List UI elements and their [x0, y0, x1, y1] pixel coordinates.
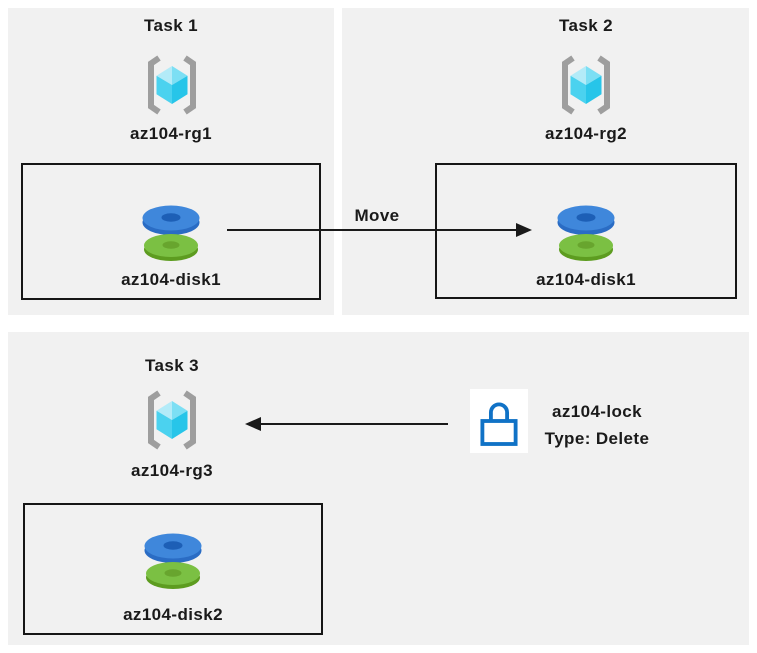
task2-panel: Task 2 az104-rg2 az104-disk1 [342, 8, 749, 315]
task3-resource-group-label: az104-rg3 [130, 461, 214, 480]
task1-disk-label: az104-disk1 [121, 270, 221, 289]
task2-resource-group-label: az104-rg2 [544, 124, 628, 143]
lock-caption: az104-lock Type: Delete [545, 398, 650, 452]
lock-icon [480, 402, 518, 446]
task2-disk-box: az104-disk1 [435, 163, 737, 299]
move-arrow-label: Move [354, 206, 400, 225]
task2-title: Task 2 [558, 16, 614, 35]
move-arrow-head-icon [516, 223, 532, 237]
lock-type-label: Type: Delete [544, 429, 650, 448]
task1-resource-group-label: az104-rg1 [129, 124, 213, 143]
lock-arrow-line [261, 423, 448, 425]
task3-disk-box: az104-disk2 [23, 503, 323, 635]
managed-disk-icon [557, 205, 615, 261]
task3-title: Task 3 [144, 356, 200, 375]
task1-title: Task 1 [143, 16, 199, 35]
lock-arrow-head-icon [245, 417, 261, 431]
task1-panel: Task 1 az104-rg1 az104-disk1 [8, 8, 334, 315]
move-arrow-line [227, 229, 517, 231]
task3-panel: Task 3 az104-rg3 az104-disk2 [8, 332, 749, 645]
task2-disk-label: az104-disk1 [536, 270, 636, 289]
resource-group-icon [148, 55, 196, 115]
lock-name-label: az104-lock [551, 402, 642, 421]
task1-disk-box: az104-disk1 [21, 163, 321, 300]
managed-disk-icon [142, 205, 200, 261]
task3-disk-label: az104-disk2 [123, 605, 223, 624]
resource-group-icon [148, 390, 196, 450]
managed-disk-icon [144, 533, 202, 589]
lock-tile [470, 389, 528, 453]
resource-group-icon [562, 55, 610, 115]
